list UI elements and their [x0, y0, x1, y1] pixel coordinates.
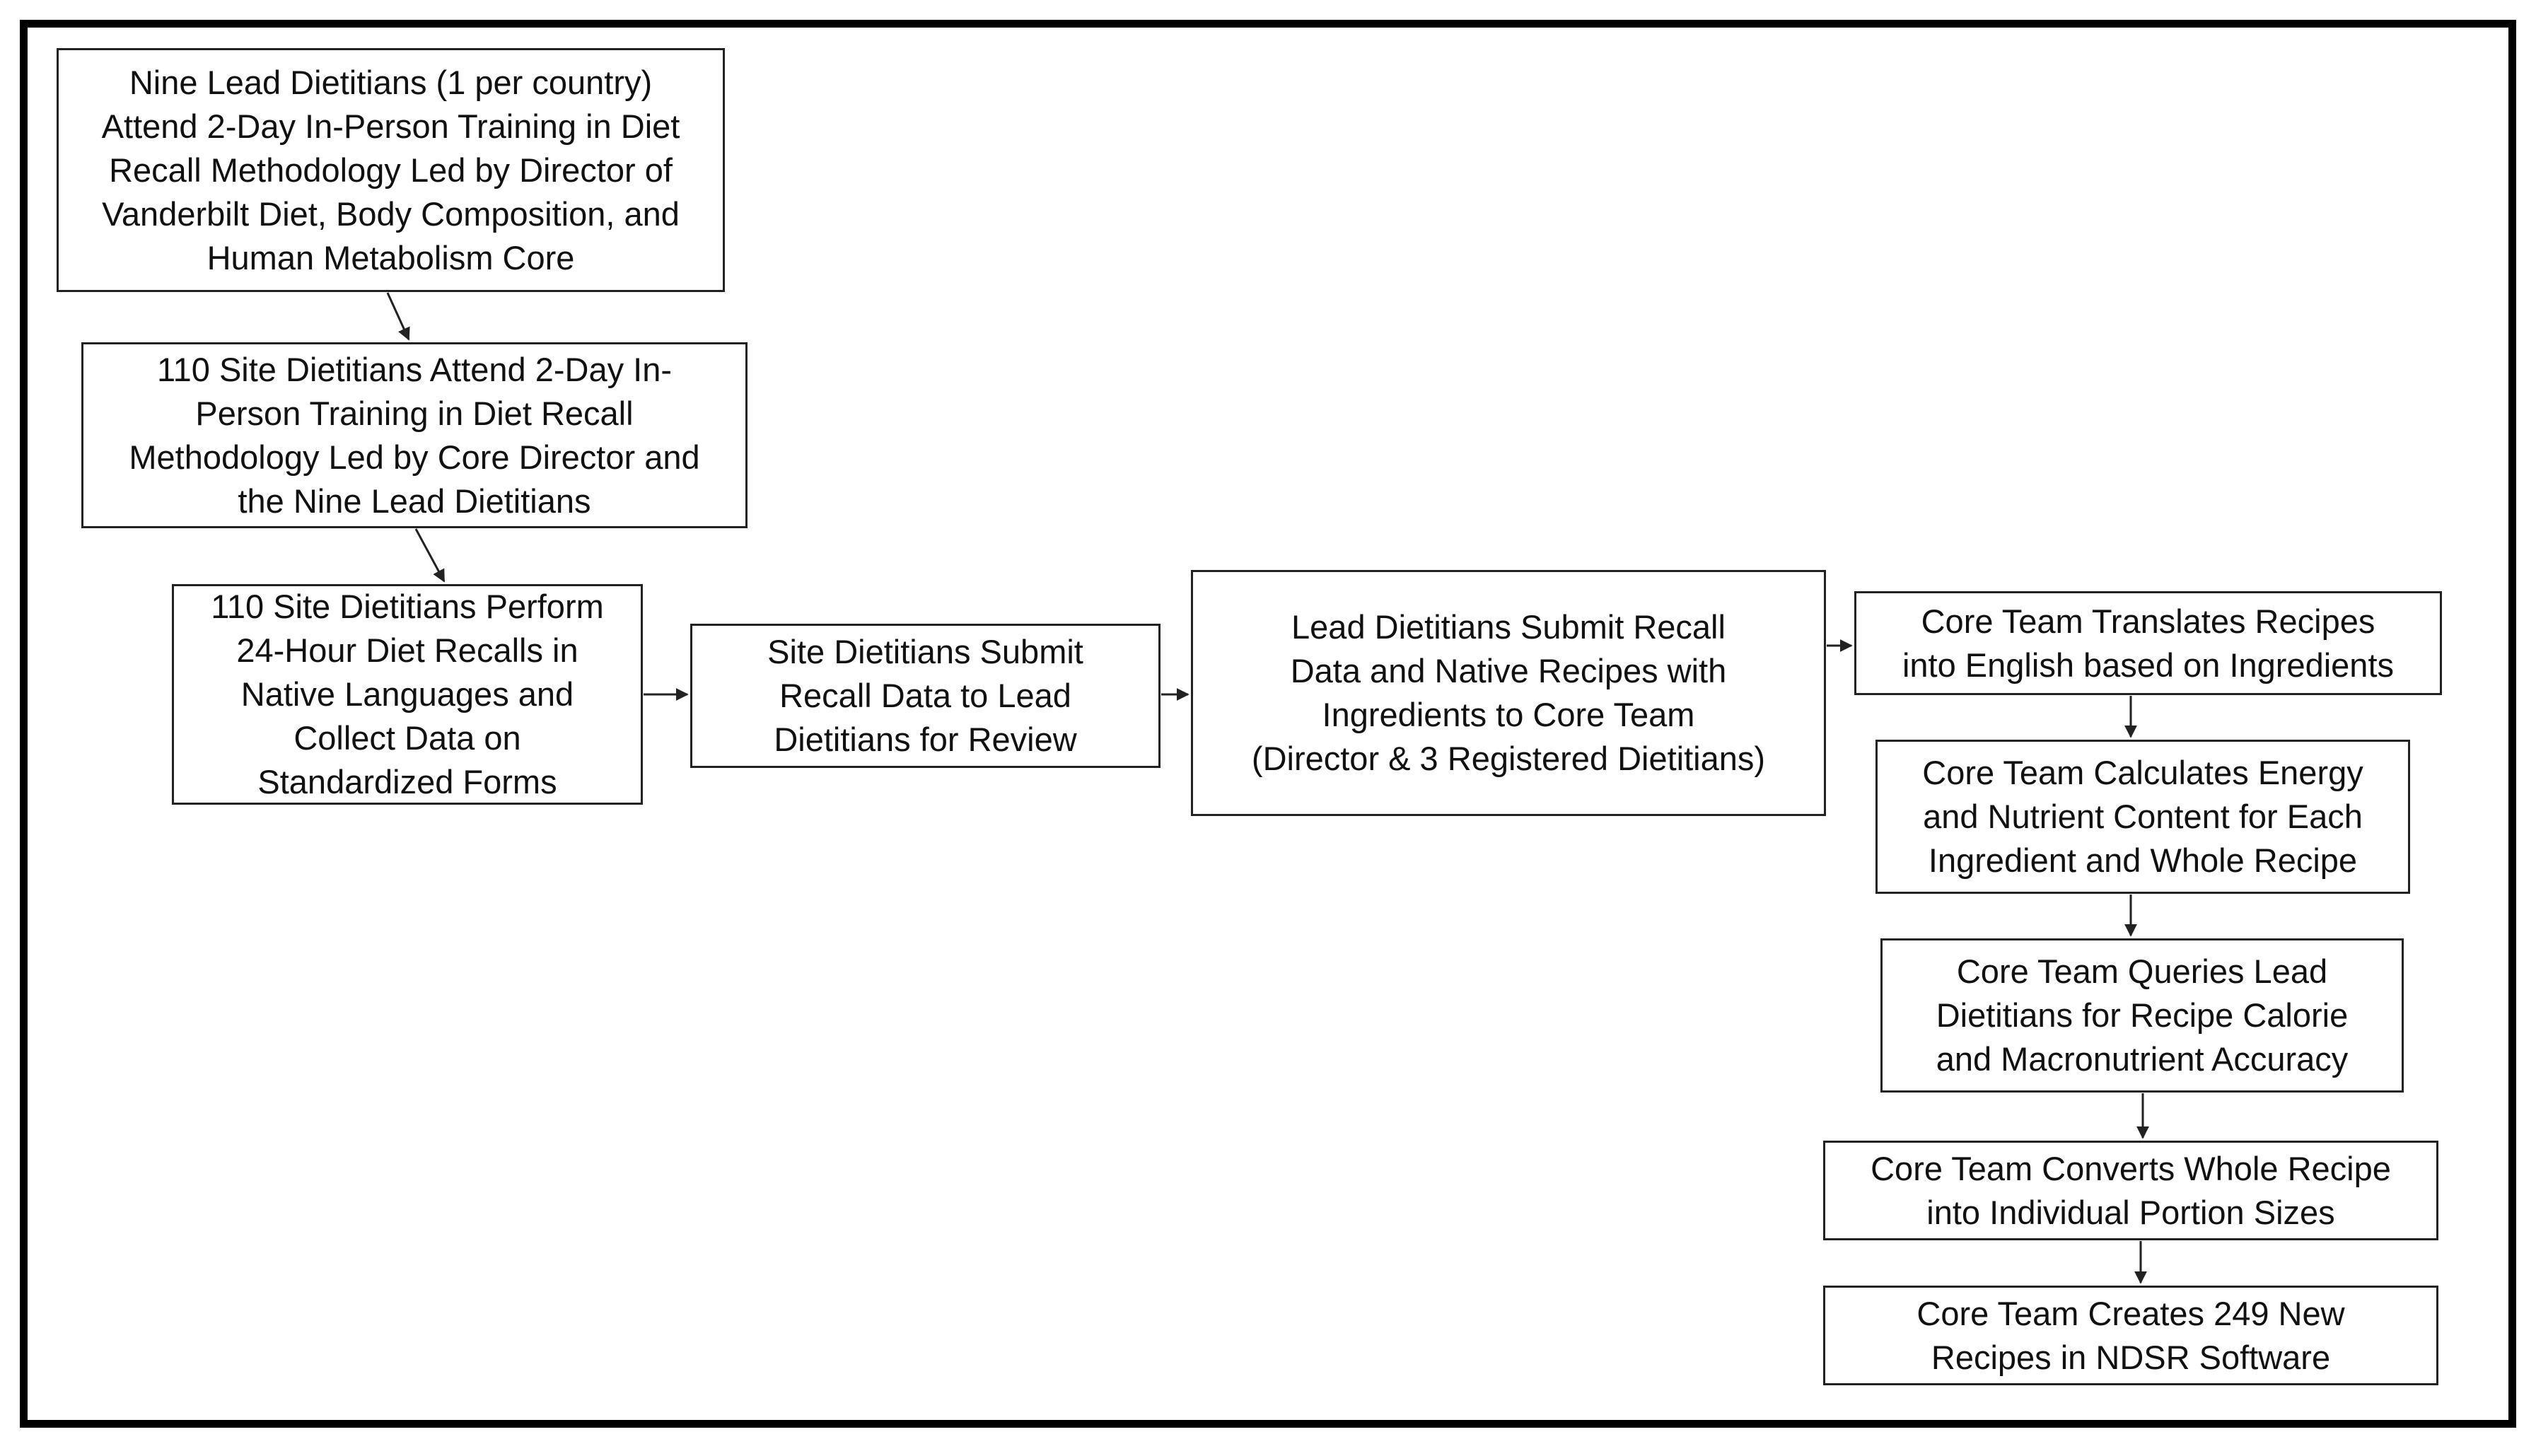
arrow-b2-b3 [414, 528, 446, 583]
box-lead-dietitian-training-text: Nine Lead Dietitians (1 per country) Att… [101, 63, 680, 276]
box-query-lead-dietitians-text: Core Team Queries Lead Dietitians for Re… [1936, 953, 2349, 1078]
box-lead-dietitian-training: Nine Lead Dietitians (1 per country) Att… [57, 48, 725, 292]
box-translate-recipes: Core Team Translates Recipes into Englis… [1854, 591, 2442, 695]
box-submit-to-core-team: Lead Dietitians Submit Recall Data and N… [1191, 570, 1826, 816]
box-create-ndsr-recipes-text: Core Team Creates 249 New Recipes in NDS… [1916, 1294, 2345, 1376]
box-query-lead-dietitians: Core Team Queries Lead Dietitians for Re… [1880, 938, 2404, 1093]
arrow-b1-b2 [386, 292, 410, 341]
box-convert-portions: Core Team Converts Whole Recipe into Ind… [1823, 1141, 2438, 1240]
box-create-ndsr-recipes: Core Team Creates 249 New Recipes in NDS… [1823, 1286, 2438, 1385]
box-submit-recall-to-leads-text: Site Dietitians Submit Recall Data to Le… [767, 633, 1083, 758]
box-translate-recipes-text: Core Team Translates Recipes into Englis… [1902, 602, 2395, 684]
box-site-dietitian-training: 110 Site Dietitians Attend 2-Day In- Per… [81, 342, 748, 528]
box-convert-portions-text: Core Team Converts Whole Recipe into Ind… [1871, 1149, 2391, 1231]
box-site-dietitian-training-text: 110 Site Dietitians Attend 2-Day In- Per… [129, 350, 700, 520]
box-submit-recall-to-leads: Site Dietitians Submit Recall Data to Le… [690, 624, 1161, 768]
box-perform-diet-recalls-text: 110 Site Dietitians Perform 24-Hour Diet… [211, 588, 604, 800]
box-calculate-nutrients-text: Core Team Calculates Energy and Nutrient… [1922, 754, 2363, 879]
box-calculate-nutrients: Core Team Calculates Energy and Nutrient… [1875, 740, 2410, 894]
box-perform-diet-recalls: 110 Site Dietitians Perform 24-Hour Diet… [172, 584, 643, 805]
box-submit-to-core-team-text: Lead Dietitians Submit Recall Data and N… [1251, 608, 1766, 777]
